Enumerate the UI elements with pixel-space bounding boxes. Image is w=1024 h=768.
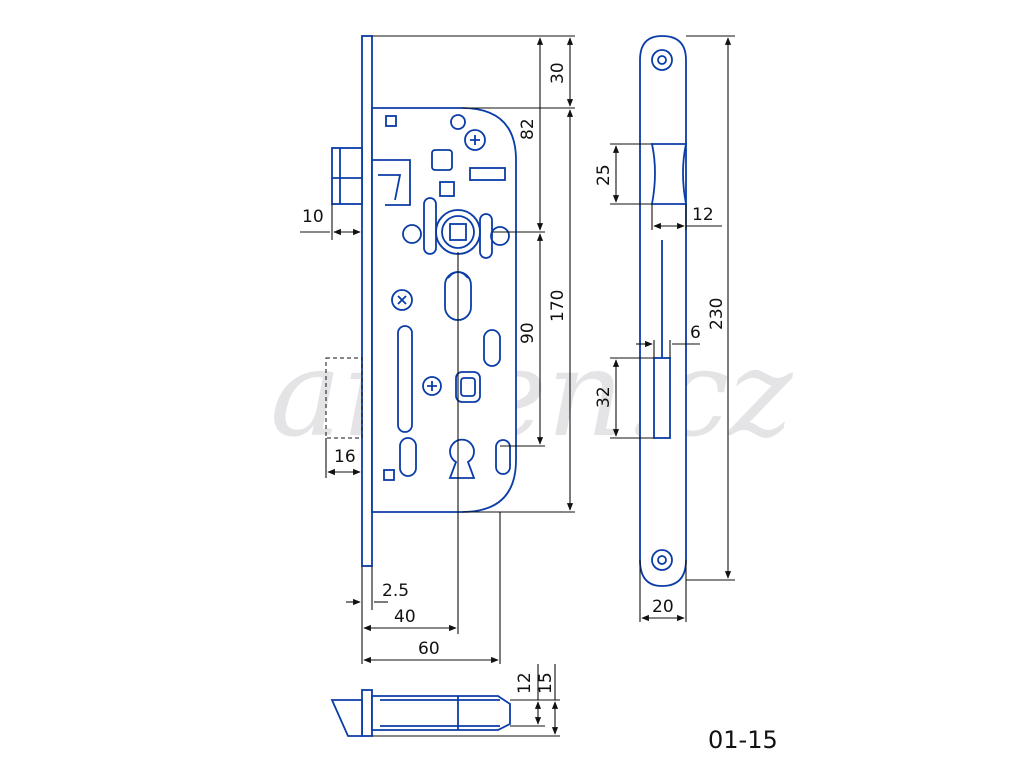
bottom-latch	[330, 699, 363, 737]
dim-40: 40	[394, 607, 416, 627]
dim-20: 20	[652, 597, 674, 617]
dim-12-plate: 12	[692, 205, 714, 225]
dim-82: 82	[518, 118, 538, 140]
dim-10: 10	[302, 207, 324, 227]
bolt-opening	[653, 357, 671, 439]
drawing-code: 01-15	[708, 726, 778, 754]
dim-230: 230	[707, 298, 727, 330]
watermark-text: arden.cz	[270, 325, 793, 464]
lock-front-view	[331, 35, 517, 567]
dim-16: 16	[334, 447, 356, 467]
dim-25: 25	[594, 164, 614, 186]
latch-bolt	[331, 147, 363, 205]
dim-60: 60	[418, 639, 440, 659]
plate-hole-bottom	[651, 549, 673, 571]
dim-32: 32	[594, 386, 614, 408]
keyhole	[448, 438, 476, 479]
dim-6: 6	[690, 323, 701, 343]
dim-12-bottom: 12	[515, 672, 535, 694]
cylinder-outline	[325, 357, 363, 439]
dim-15: 15	[536, 672, 556, 694]
lock-bottom-view	[330, 689, 511, 737]
lock-case	[371, 107, 517, 513]
front-dimensions	[300, 35, 575, 664]
dim-170: 170	[548, 290, 568, 322]
dim-90: 90	[518, 322, 538, 344]
face-plate	[361, 35, 373, 567]
bottom-face-plate	[361, 689, 373, 737]
strike-plate-view	[639, 35, 688, 587]
strike-plate	[639, 35, 687, 587]
bottom-dimensions	[372, 664, 560, 737]
plate-hole-top	[651, 49, 673, 71]
dim-2-5: 2.5	[382, 581, 409, 601]
bottom-case	[371, 695, 511, 731]
dim-30: 30	[548, 62, 568, 84]
plate-dimensions	[610, 35, 735, 622]
